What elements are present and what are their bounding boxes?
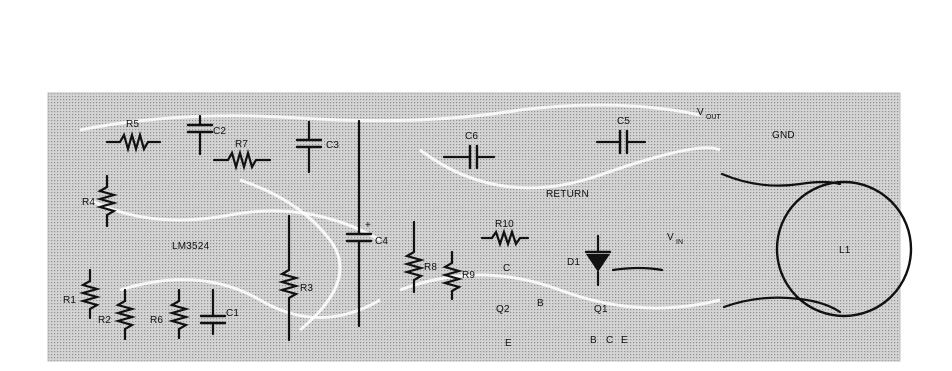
resistor-r9: R9 <box>440 250 475 301</box>
svg-text:C3: C3 <box>326 140 339 151</box>
svg-text:C4: C4 <box>375 236 388 247</box>
pcb-board <box>48 93 900 361</box>
capacitor-c6: C6 <box>442 131 496 170</box>
resistor-r7: R7 <box>212 139 272 172</box>
transistor-q2: C Q2 B E <box>496 263 544 349</box>
svg-text:R2: R2 <box>98 315 111 326</box>
svg-text:R1: R1 <box>63 295 76 306</box>
svg-text:C5: C5 <box>617 116 630 127</box>
resistor-r1: R1 <box>63 268 102 320</box>
svg-text:Q2: Q2 <box>496 304 510 315</box>
svg-text:C2: C2 <box>213 126 226 137</box>
svg-text:C6: C6 <box>465 131 478 142</box>
svg-text:V: V <box>667 232 674 243</box>
svg-text:R7: R7 <box>235 139 248 150</box>
svg-text:Q1: Q1 <box>594 304 608 315</box>
resistor-r2: R2 <box>98 288 137 341</box>
svg-text:L1: L1 <box>839 245 851 256</box>
resistor-r4: R4 <box>82 174 119 228</box>
resistor-r3: R3 <box>277 214 313 342</box>
vin-terminal: V IN <box>611 232 683 272</box>
svg-text:V: V <box>697 107 704 118</box>
capacitor-c4: + C4 <box>345 119 388 328</box>
resistor-r8: R8 <box>402 220 437 294</box>
capacitor-c2: C2 <box>186 114 226 156</box>
return-label: RETURN <box>546 189 589 200</box>
svg-text:OUT: OUT <box>706 114 722 121</box>
svg-text:R3: R3 <box>300 283 313 294</box>
svg-text:R9: R9 <box>462 270 475 281</box>
q1-pin-c: C <box>606 335 613 346</box>
transistor-q1: Q1 B C E <box>590 304 628 346</box>
svg-text:R4: R4 <box>82 197 95 208</box>
q1-pin-b: B <box>590 335 597 346</box>
resistor-r10: R10 <box>480 219 530 248</box>
resistor-r6: R6 <box>150 288 191 340</box>
vout-terminal: V OUT <box>697 107 722 121</box>
svg-text:D1: D1 <box>567 257 580 268</box>
q1-pin-e: E <box>621 335 628 346</box>
svg-text:R8: R8 <box>424 262 437 273</box>
diode-d1: D1 <box>567 234 612 287</box>
ic-lm3524-label: LM3524 <box>172 241 210 252</box>
capacitor-c1: C1 <box>199 288 239 336</box>
q2-pin-c: C <box>503 263 510 274</box>
svg-text:C1: C1 <box>226 308 239 319</box>
q2-pin-e: E <box>505 338 512 349</box>
svg-text:R6: R6 <box>150 315 163 326</box>
svg-text:IN: IN <box>676 239 683 246</box>
inductor-l1: L1 <box>720 172 913 318</box>
svg-text:+: + <box>365 220 371 231</box>
gnd-label: GND <box>772 130 795 141</box>
resistor-r5: R5 <box>105 119 162 154</box>
pcb-board-edge <box>47 92 901 362</box>
q2-pin-b: B <box>537 298 544 309</box>
svg-text:R10: R10 <box>495 219 514 230</box>
capacitor-c3: C3 <box>295 120 339 174</box>
capacitor-c5: C5 <box>595 116 647 155</box>
svg-text:R5: R5 <box>126 119 139 130</box>
